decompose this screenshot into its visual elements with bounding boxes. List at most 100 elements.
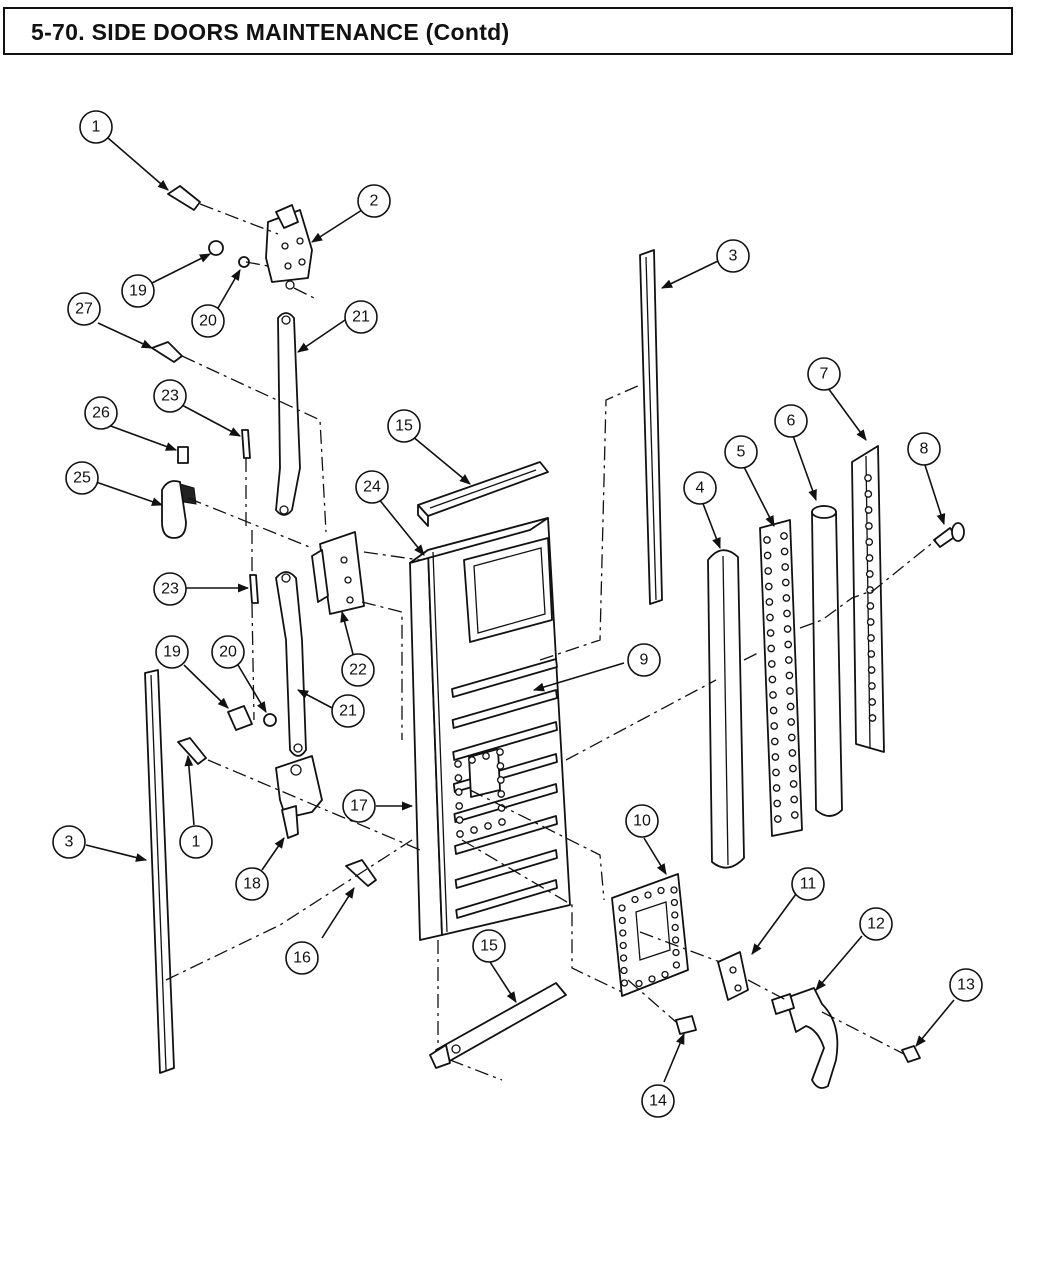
setscrew-26 [177,446,189,464]
callout-label: 23 [161,581,179,598]
plate-hole [670,898,679,907]
plate-hole [671,911,679,919]
strip-hole [788,749,797,757]
callout-label: 13 [957,977,975,994]
callout-label: 14 [649,1093,667,1110]
callout-label: 26 [92,405,110,422]
handle-25 [161,480,187,539]
door-slot [451,689,558,729]
strip-hole [768,675,777,684]
callout-11: 11 [791,867,825,901]
header-box: 5-70. SIDE DOORS MAINTENANCE (Contd) [3,7,1013,55]
door-hole [496,762,505,770]
top-trim-strip [417,461,549,527]
strip-hole [866,602,875,610]
strip-hole [773,815,782,823]
callout-label: 21 [339,703,357,720]
strip-hole [865,554,874,562]
strip-hole [764,582,773,591]
callout-26: 26 [84,396,118,430]
callout-label: 19 [163,644,181,661]
callout-label: 20 [199,313,217,330]
callout-label: 20 [219,644,237,661]
strip-hole [868,682,876,690]
door-slot [455,879,558,919]
door-hole [496,776,505,784]
bolt-19-lower [227,705,253,731]
callout-27: 27 [67,292,101,326]
callout-label: 2 [370,193,379,210]
plate-hole [619,941,627,950]
plate-hole [619,954,628,962]
door-hole [497,790,506,798]
callout-label: 18 [243,876,261,893]
callout-label: 21 [352,309,370,326]
callout-label: 11 [800,876,817,893]
strip-hole [766,629,775,637]
strip-hole [767,644,776,653]
callout-6: 6 [774,404,808,438]
left-weatherstrip [144,669,175,1074]
plate-hole [620,966,628,975]
door-hole [454,760,462,768]
callout-label: 22 [349,662,367,679]
strip-hole [781,563,790,571]
door-hole [454,774,463,782]
strip-hole [786,687,794,695]
strip-hole [864,490,873,498]
door-hole [454,788,463,796]
callout-1-top: 1 [79,110,113,144]
screw-8 [933,522,965,548]
callout-5: 5 [724,435,758,469]
callout-label: 7 [820,366,829,383]
strip-hole [763,536,771,544]
callout-17: 17 [342,789,376,823]
strip-hole [865,522,873,530]
perforated-strip-5 [759,519,803,837]
plate-hole [661,970,669,979]
door-hole [482,752,490,760]
plate-hole [671,936,680,944]
strip-hole [864,474,872,482]
door-hole [470,826,478,834]
strip-hole [867,666,876,674]
strip-hole [764,567,773,575]
strip-hole [784,640,793,649]
callout-label: 12 [867,916,885,933]
mounting-plate-10 [611,873,689,997]
bottom-trim-strip [429,982,567,1069]
strip-hole [787,733,796,742]
callout-1-lower: 1 [179,825,213,859]
strip-hole [770,737,779,746]
nut-19-upper [208,240,224,256]
strip-hole [790,811,799,819]
callout-label: 10 [633,813,651,830]
door-hole [468,756,476,764]
strip-hole [780,532,788,540]
angle-strip-7 [851,445,885,753]
strip-hole [771,753,780,761]
strip-hole [865,570,874,578]
strip-hole [783,625,792,633]
tube-part-6 [811,505,843,817]
strip-hole [772,784,781,792]
callout-15-top: 15 [387,409,421,443]
plate-hole [618,904,626,912]
callout-21-lower: 21 [331,694,365,728]
strip-hole [781,578,790,587]
strip-hole [786,702,795,711]
door-hole [498,818,506,826]
bolt-27 [151,341,183,363]
plate-hole [619,929,627,937]
strip-hole [789,764,797,773]
strip-hole [864,506,873,514]
plate-hole [670,886,678,894]
strip-hole [868,698,877,706]
callout-16: 16 [285,941,319,975]
callout-label: 5 [737,444,746,461]
callout-label: 23 [161,388,179,405]
door-hole [496,748,504,756]
door-hole [455,802,464,810]
strip-hole [770,722,779,730]
